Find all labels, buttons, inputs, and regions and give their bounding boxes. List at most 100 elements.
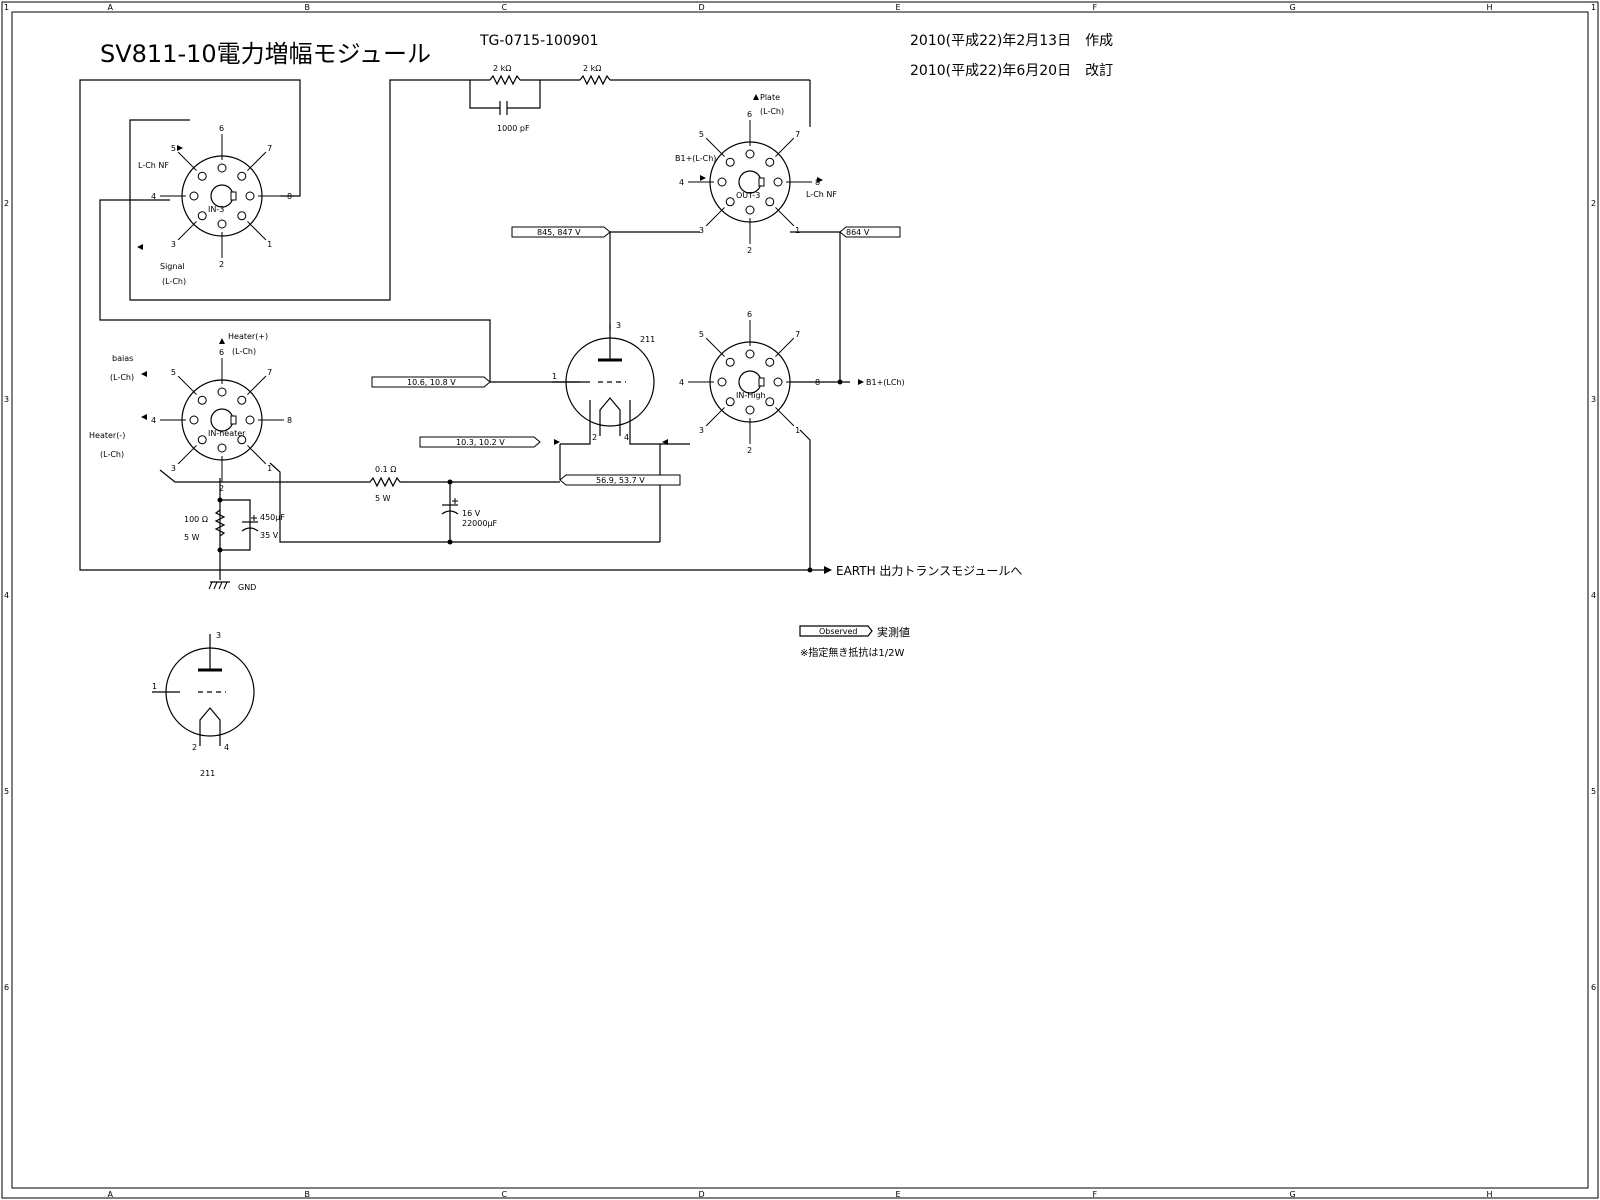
- c3-voltage: 35 V: [260, 531, 279, 540]
- r3-power: 5 W: [375, 494, 391, 503]
- pin-label: 4: [679, 178, 684, 187]
- grid-col-label-top: F: [1093, 3, 1098, 12]
- pin-3: [197, 211, 207, 221]
- pin-6: [745, 149, 755, 159]
- grid-row-label-right: 5: [1591, 787, 1596, 796]
- resistor-r2: 2 kΩ: [579, 64, 611, 86]
- measure-tag-m1: 845, 847 V: [511, 226, 611, 238]
- grid-col-label-bottom: C: [502, 1190, 508, 1199]
- grid-col-label-bottom: H: [1487, 1190, 1493, 1199]
- grid-col-label-bottom: A: [108, 1190, 114, 1199]
- grid-row-label-left: 4: [4, 591, 9, 600]
- heater-minus-label: Heater(-): [89, 431, 125, 440]
- earth-label: EARTH 出力トランスモジュールへ: [836, 564, 1022, 578]
- grid-col-label-top: B: [305, 3, 311, 12]
- r4-value: 100 Ω: [184, 515, 208, 524]
- grid-col-label-top: H: [1487, 3, 1493, 12]
- junction-dots: [217, 379, 843, 573]
- inheater-labels: Heater(+) (L-Ch) baias (L-Ch) Heater(-) …: [89, 332, 268, 459]
- pin-label: 7: [267, 144, 272, 153]
- pin-5: [197, 395, 207, 405]
- r1-value: 2 kΩ: [493, 64, 511, 73]
- pin-3: [725, 397, 735, 407]
- tube-pin-2: 2: [192, 743, 197, 752]
- pin-label: 6: [219, 124, 224, 133]
- pin-7: [237, 395, 247, 405]
- pin-7: [237, 171, 247, 181]
- pin-3: [725, 197, 735, 207]
- pin-label: 5: [171, 368, 176, 377]
- grid-row-label-right: 3: [1591, 395, 1596, 404]
- grid-row-label-right: 4: [1591, 591, 1596, 600]
- pin-7: [765, 357, 775, 367]
- pin-label: 8: [815, 378, 820, 387]
- out3-name: OUT-3: [736, 191, 760, 200]
- tube-pin-4: 4: [624, 433, 629, 442]
- in3-signal: Signal: [160, 262, 185, 271]
- drawing-title: SV811-10電力増幅モジュール: [100, 40, 431, 68]
- drawing-number: TG-0715-100901: [479, 33, 599, 49]
- tube-pin-2: 2: [592, 433, 597, 442]
- pin-label: 5: [699, 330, 704, 339]
- baias-ch: (L-Ch): [110, 373, 134, 382]
- pin-5: [725, 357, 735, 367]
- resistor-r3: 0.1 Ω 5 W: [369, 465, 401, 503]
- pin-1: [237, 435, 247, 445]
- c3-value: 450μF: [260, 513, 285, 522]
- pin-label: 6: [747, 110, 752, 119]
- revised-date: 2010(平成22)年6月20日 改訂: [910, 63, 1113, 79]
- pin-7: [765, 157, 775, 167]
- heater-minus-ch: (L-Ch): [100, 450, 124, 459]
- c2-voltage: 16 V: [462, 509, 481, 518]
- grid-col-label-bottom: E: [896, 1190, 901, 1199]
- c1-value: 1000 pF: [497, 124, 530, 133]
- pin-label: 3: [171, 464, 176, 473]
- pin-1: [237, 211, 247, 221]
- pin-label: 7: [795, 330, 800, 339]
- grid-row-label-left: 3: [4, 395, 9, 404]
- out3-lch-nf: L-Ch NF: [806, 190, 837, 199]
- tube-pin-4: 4: [224, 743, 229, 752]
- grid-col-label-top: E: [896, 3, 901, 12]
- grid-row-label-left: 2: [4, 199, 9, 208]
- pin-6: [217, 163, 227, 173]
- r2-value: 2 kΩ: [583, 64, 601, 73]
- tube-pin-1: 1: [152, 682, 157, 691]
- created-date: 2010(平成22)年2月13日 作成: [910, 33, 1113, 49]
- pin-label: 8: [287, 416, 292, 425]
- pin-6: [217, 387, 227, 397]
- tube-pin-1: 1: [552, 372, 557, 381]
- grid-col-label-top: C: [502, 3, 508, 12]
- pin-label: 7: [267, 368, 272, 377]
- pin-label: 6: [219, 348, 224, 357]
- out3-b1: B1+(L-Ch): [675, 154, 716, 163]
- ground-symbol: GND: [208, 581, 256, 592]
- grid-col-label-bottom: G: [1290, 1190, 1296, 1199]
- grid-row-label-right: 2: [1591, 199, 1596, 208]
- resistor-r4: 100 Ω 5 W: [184, 509, 226, 542]
- legend-tag-text: Observed: [819, 627, 858, 636]
- pin-5: [197, 171, 207, 181]
- pin-2: [217, 219, 227, 229]
- measure-value: 10.6, 10.8 V: [407, 378, 456, 387]
- in3-lch-nf: L-Ch NF: [138, 161, 169, 170]
- r4-power: 5 W: [184, 533, 200, 542]
- out3-plate-ch: (L-Ch): [760, 107, 784, 116]
- tube-name: 211: [200, 769, 215, 778]
- measure-tag-m4: 10.3, 10.2 V: [419, 436, 541, 448]
- pin-4: [717, 177, 727, 187]
- measure-tag-m3: 10.6, 10.8 V: [371, 376, 491, 388]
- pin-label: 3: [171, 240, 176, 249]
- pin-label: 3: [699, 426, 704, 435]
- grid-col-label-top: A: [108, 3, 114, 12]
- legend: Observed 実測値 ※指定無き抵抗は1/2W: [799, 625, 910, 659]
- pin-label: 4: [679, 378, 684, 387]
- measure-tag-m5: 56.9, 53.7 V: [559, 474, 681, 486]
